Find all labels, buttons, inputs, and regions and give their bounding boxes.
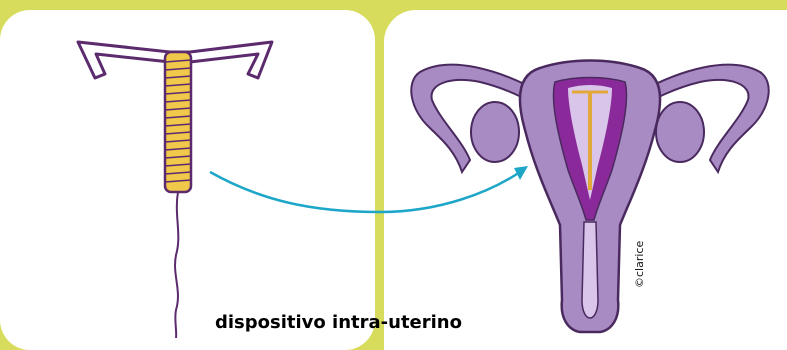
arrow-curve <box>210 172 520 212</box>
iud-device <box>78 42 272 338</box>
credit: ©clarice <box>633 241 646 288</box>
arrow <box>210 166 528 212</box>
uterus <box>411 61 768 333</box>
iud-string <box>175 192 178 338</box>
caption: dispositivo intra-uterino <box>215 312 462 333</box>
cervical-canal <box>582 222 598 318</box>
iud-stem <box>165 52 191 192</box>
ovary-right <box>656 102 704 162</box>
arrow-head <box>514 166 528 180</box>
diagram-illustration <box>0 0 787 338</box>
ovary-left <box>471 102 519 162</box>
